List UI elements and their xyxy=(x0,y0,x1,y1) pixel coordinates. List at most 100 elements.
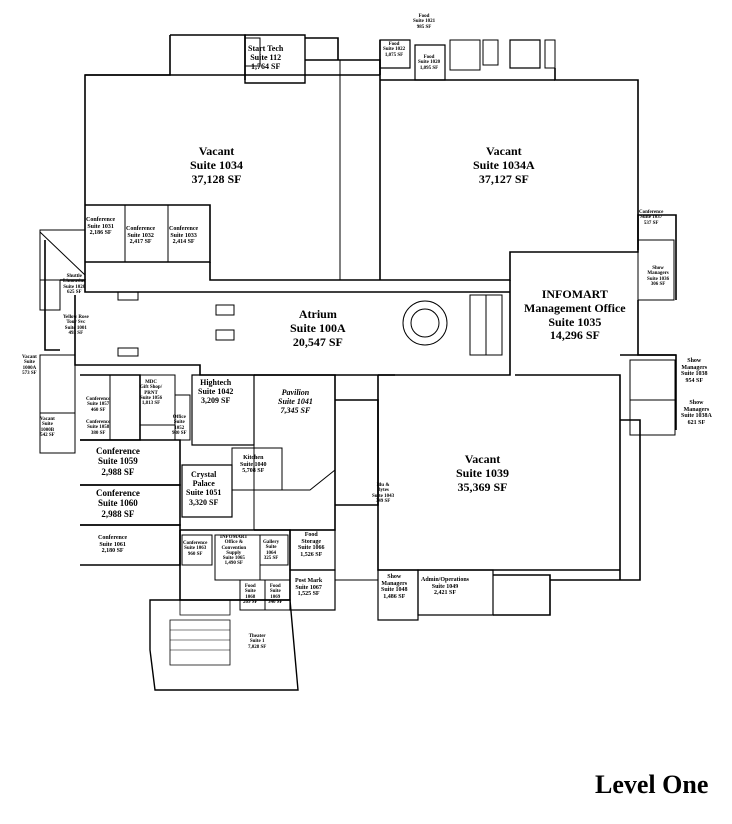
room-suite: Suite 1037 xyxy=(640,215,663,221)
room-suite: Suite 1065 xyxy=(222,556,245,561)
room-suite: Suite 1039 xyxy=(456,465,510,480)
room-area: 269 SF xyxy=(243,599,258,605)
room-infomart-mgmt: INFOMART Management Office Suite 1035 14… xyxy=(524,287,626,343)
room-crystal-palace: Crystal Palace Suite 1051 3,320 SF xyxy=(186,470,221,507)
room-name: Conference xyxy=(639,210,664,215)
room-suite: Suite 1043 xyxy=(372,493,395,499)
room-line: Managers xyxy=(683,406,710,413)
room-infomart-conv: INFOMART Office & Convention Supply Suit… xyxy=(220,535,248,567)
room-line: Storage xyxy=(301,538,322,545)
room-name: Conference xyxy=(96,446,140,456)
room-area: 340 SF xyxy=(268,599,283,605)
room-name: Gallery xyxy=(263,540,280,545)
room-mdc-gift: MDC Gift Shop/ PRNT Suite 1056 1,813 SF xyxy=(140,380,162,406)
room-name: INFOMART xyxy=(541,287,608,301)
room-shuttle-limo: Shuttle Limousine Suite 1020 625 SF xyxy=(63,274,86,295)
room-conf-1058: Conference Suite 1058 380 SF xyxy=(86,420,110,436)
room-name: Vacant xyxy=(22,355,37,360)
room-name: MDC xyxy=(145,380,158,385)
room-vacant-1034: Vacant Suite 1034 37,128 SF xyxy=(190,144,244,186)
room-suite: Suite 1001 xyxy=(64,325,87,331)
room-suite: Suite 1038 xyxy=(681,371,708,378)
room-show-mgr-1038a: Show Managers Suite 1038A 621 SF xyxy=(681,400,712,426)
room-area: 2,180 SF xyxy=(101,548,124,555)
room-suite: 1068 xyxy=(245,594,256,600)
room-name: Vacant xyxy=(464,452,501,466)
room-name: Show xyxy=(387,574,402,580)
room-name: Food xyxy=(388,42,400,47)
room-start-tech: Start Tech Suite 112 1,764 SF xyxy=(248,44,283,72)
room-name: Yellow Rose xyxy=(63,315,89,320)
room-name: Office xyxy=(172,415,186,420)
level-title: Level One xyxy=(595,770,709,799)
room-area: 1,764 SF xyxy=(251,62,281,72)
room-conf-1059: Conference Suite 1059 2,988 SF xyxy=(96,446,140,477)
room-suite: Suite 1041 xyxy=(278,397,313,407)
room-line: Managers xyxy=(381,580,408,587)
room-suite: Suite 1066 xyxy=(298,545,325,552)
room-suite: 1000B xyxy=(40,427,55,433)
room-area: 954 SF xyxy=(685,377,704,384)
room-food-1020: Food Suite 1020 1,095 SF xyxy=(418,55,440,71)
room-area: 1,813 SF xyxy=(141,401,161,406)
room-suite: Suite 1057 xyxy=(87,402,110,408)
room-area: 1,490 SF xyxy=(224,561,243,567)
room-admin-ops: Admin/Operations Suite 1049 2,421 SF xyxy=(421,577,469,597)
room-name: Show xyxy=(689,400,704,406)
room-suite: Suite 1061 xyxy=(99,541,126,548)
room-area: 20,547 SF xyxy=(292,334,343,349)
room-line: Palace xyxy=(192,479,215,489)
room-name: Show xyxy=(687,358,702,364)
room-area: 985 SF xyxy=(416,24,432,30)
room-line: Convention xyxy=(221,545,247,551)
room-suite: 1052 xyxy=(174,425,185,431)
room-name: Food xyxy=(244,584,256,589)
room-name: Atrium xyxy=(298,307,337,321)
room-suite: Suite 1049 xyxy=(431,583,459,590)
room-suite: Suite 1040 xyxy=(240,461,267,468)
room-area: 573 SF xyxy=(22,370,37,376)
room-line: Managers xyxy=(647,271,669,277)
room-name: Post Mark xyxy=(295,578,323,584)
room-suite: Suite 1022 xyxy=(383,47,406,53)
room-area: 2,988 SF xyxy=(101,508,135,519)
room-area: 2,414 SF xyxy=(172,239,195,246)
room-conf-1057: Conference Suite 1057 460 SF xyxy=(86,397,110,413)
room-suite: Suite 1038A xyxy=(681,413,712,420)
room-suite: Suite 1034 xyxy=(190,157,244,172)
room-name: Crystal xyxy=(191,470,217,479)
room-hightech: Hightech Suite 1042 3,209 SF xyxy=(198,378,233,406)
room-show-mgr-1036: Show Managers Suite 1036 306 SF xyxy=(647,266,669,287)
room-area: 7,345 SF xyxy=(280,406,311,416)
room-name: Conference xyxy=(86,397,111,402)
room-suite: Suite 1060 xyxy=(98,498,138,509)
room-suite: Suite 1020 xyxy=(418,60,441,66)
room-name: Food xyxy=(423,55,435,60)
room-area: 493 SF xyxy=(68,330,84,336)
room-line: Suite xyxy=(41,422,53,428)
room-show-mgr-1038: Show Managers Suite 1038 954 SF xyxy=(681,358,708,384)
room-area: 2,186 SF xyxy=(89,230,112,237)
room-conf-1061: Conference Suite 1061 2,180 SF xyxy=(98,535,127,555)
room-suite: Suite 112 xyxy=(250,53,282,63)
room-area: 325 SF xyxy=(263,555,279,561)
room-pavilion: Pavilion Suite 1041 7,345 SF xyxy=(278,388,313,416)
room-suite: 1069 xyxy=(270,594,281,600)
room-line: Gift Shop/ xyxy=(140,385,163,391)
room-area: 7,028 SF xyxy=(248,644,267,650)
room-area: 1,526 SF xyxy=(300,551,323,558)
room-line: Bytes xyxy=(377,488,389,494)
room-food-1022: Food Suite 1022 1,075 SF xyxy=(383,42,405,58)
room-area: 1,075 SF xyxy=(384,52,404,58)
room-line: Managers xyxy=(681,364,708,371)
room-vacant-1034a: Vacant Suite 1034A 37,127 SF xyxy=(473,144,535,186)
room-name: Kitchen xyxy=(243,455,264,461)
room-name: Show xyxy=(652,266,664,271)
room-name: Conference xyxy=(98,535,128,541)
room-area: 306 SF xyxy=(650,281,666,287)
room-area: 930 SF xyxy=(172,430,187,436)
room-suite: Suite 1020 xyxy=(63,284,86,290)
room-line: Office & xyxy=(224,540,244,546)
room-area: 1,525 SF xyxy=(297,591,320,598)
